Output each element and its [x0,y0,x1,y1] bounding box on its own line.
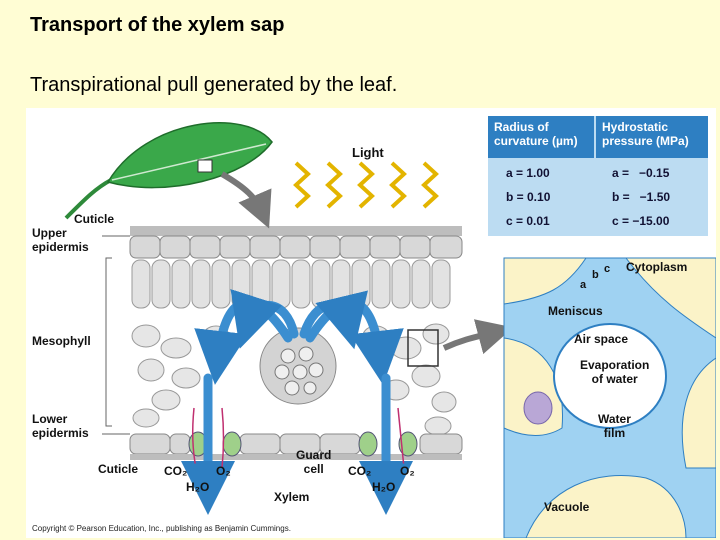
radius-row-c: c = 0.01 [506,214,550,228]
h2o-right-label: H₂O [372,480,396,494]
curvature-c-label: c [604,263,611,275]
air-space-inset [503,257,716,538]
chloroplast [523,391,553,425]
leaf-sample-box [197,159,213,173]
water-flow-arrows [181,289,413,515]
radius-row-b: b = 0.10 [506,190,551,204]
meniscus-label: Meniscus [548,304,603,318]
air-space [553,323,667,429]
radius-row-a: a = 1.00 [506,166,550,180]
mesophyll-label: Mesophyll [32,334,91,348]
upper-epidermis-cells [129,235,463,259]
guard-cell-label: Guard cell [296,448,332,476]
evaporation-label: Evaporation of water [580,358,650,386]
radius-header: Radius of curvature (µm) [488,116,594,158]
upper-cuticle [130,226,462,236]
xylem-label: Xylem [274,490,310,504]
air-space-label: Air space [574,332,629,346]
gas-arrows [190,407,409,473]
upper-epidermis-label: Upper epidermis [32,226,89,254]
xylem-vessels [274,346,324,396]
zoom-arrow-leaf [220,171,272,229]
h2o-left-label: H₂O [186,480,210,494]
co2-left-label: CO₂ [164,464,188,478]
copyright-notice: Copyright © Pearson Education, Inc., pub… [32,524,291,533]
cuticle-bottom-label: Cuticle [98,462,139,476]
pressure-row-a: a = −0.15 [612,166,670,180]
inset-zoom-box [407,329,439,367]
leaf-transpiration-figure: Light Cuticle Upper epidermis Mesophyll … [26,108,716,538]
cytoplasm-label: Cytoplasm [626,260,688,274]
curvature-b-label: b [592,269,599,281]
vacuole-label: Vacuole [544,500,590,514]
water-film-label: Water film [598,412,631,440]
slide-subtitle: Transpirational pull generated by the le… [30,74,398,96]
lower-cuticle [130,454,462,460]
figure-graphics [64,108,716,538]
light-label: Light [352,145,384,160]
cuticle-top-label: Cuticle [74,212,115,226]
o2-right-label: O₂ [400,464,415,478]
light-rays [293,161,439,209]
zoom-arrow-inset [442,319,514,355]
lower-epidermis-cells [129,433,463,455]
pressure-row-c: c = −15.00 [612,214,670,228]
curvature-a-label: a [580,279,587,291]
lower-epidermis-label: Lower epidermis [32,412,89,440]
mesophyll-bracket [105,257,112,427]
co2-right-label: CO₂ [348,464,372,478]
pressure-row-b: b = −1.50 [612,190,671,204]
leaf-illustration [64,122,273,220]
slide-title: Transport of the xylem sap [30,14,285,36]
curvature-pressure-table: Radius of curvature (µm) Hydrostatic pre… [488,116,708,236]
o2-left-label: O₂ [216,464,231,478]
pressure-header: Hydrostatic pressure (MPa) [596,116,708,158]
